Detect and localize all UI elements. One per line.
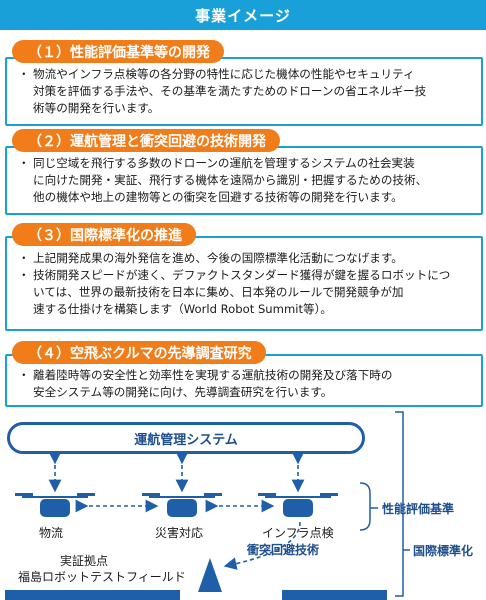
site-label-2: 福島ロボットテストフィールド xyxy=(18,570,186,584)
bracket-label-standardization: 国際標準化 xyxy=(413,544,474,558)
drone-icon-infrastructure xyxy=(258,493,338,517)
operation-management-system: 運航管理システム xyxy=(7,422,365,454)
bullet-text: 上記開発成果の海外発信を進め、今後の国際標準化活動につなげます。 xyxy=(33,251,403,265)
list-item: ・上記開発成果の海外発信を進め、今後の国際標準化活動につなげます。 xyxy=(18,250,476,267)
section-box-3 xyxy=(5,236,483,331)
section-box-1 xyxy=(5,57,483,126)
section-title-3: （３）国際標準化の推進 xyxy=(12,223,196,246)
drone-label-infrastructure: インフラ点検 xyxy=(262,526,334,540)
drone-label-disaster: 災害対応 xyxy=(155,526,204,540)
bullet-text: 技術開発スピードが速く、デファクトスタンダード獲得が鍵を握るロボットについては、… xyxy=(33,268,451,316)
obstacle-icon xyxy=(198,558,222,592)
drone-icon-disaster xyxy=(142,493,222,517)
list-item: ・技術開発スピードが速く、デファクトスタンダード獲得が鍵を握るロボットについては… xyxy=(18,267,476,318)
section-box-2 xyxy=(5,146,483,215)
drone-label-logistics: 物流 xyxy=(39,526,64,540)
ground-bar-left xyxy=(5,590,180,600)
section-2-bullets: ・同じ空域を飛行する多数のドローンの運航を管理するシステムの社会実装に向けた開発… xyxy=(18,155,476,206)
link-arrows xyxy=(48,451,305,570)
system-diagram: 運航管理システム 物流 災害対応 インフラ点検 衝突回避技術 実証拠点 福島ロボ… xyxy=(0,400,486,600)
section-3-bullets: ・上記開発成果の海外発信を進め、今後の国際標準化活動につなげます。 ・技術開発ス… xyxy=(18,250,476,318)
drone-icon-logistics xyxy=(15,493,95,517)
page-header: 事業イメージ xyxy=(0,0,486,30)
bracket-label-performance: 性能評価基準 xyxy=(382,502,455,516)
site-label-1: 実証拠点 xyxy=(60,554,109,568)
bullet-text: 離着陸時等の安全性と効率性を実現する運航技術の開発及び落下時の安全システム等の開… xyxy=(33,368,393,399)
diagram-graphics xyxy=(5,411,410,600)
section-1-bullets: ・物流やインフラ点検等の各分野の特性に応じた機体の性能やセキュリティ対策を評価す… xyxy=(18,66,476,117)
bullet-text: 同じ空域を飛行する多数のドローンの運航を管理するシステムの社会実装に向けた開発・… xyxy=(33,156,428,204)
section-title-2: （２）運航管理と衝突回避の技術開発 xyxy=(12,129,280,152)
system-label: 運航管理システム xyxy=(134,432,238,448)
bracket-lines xyxy=(359,411,410,597)
list-item: ・同じ空域を飛行する多数のドローンの運航を管理するシステムの社会実装に向けた開発… xyxy=(18,155,476,206)
list-item: ・物流やインフラ点検等の各分野の特性に応じた機体の性能やセキュリティ対策を評価す… xyxy=(18,66,476,117)
ground-bar-right xyxy=(282,590,387,600)
list-item: ・離着陸時等の安全性と効率性を実現する運航技術の開発及び落下時の安全システム等の… xyxy=(18,367,476,401)
bullet-text: 物流やインフラ点検等の各分野の特性に応じた機体の性能やセキュリティ対策を評価する… xyxy=(33,67,427,115)
section-4-bullets: ・離着陸時等の安全性と効率性を実現する運航技術の開発及び落下時の安全システム等の… xyxy=(18,367,476,401)
header-title: 事業イメージ xyxy=(195,6,291,25)
section-title-4: （４）空飛ぶクルマの先導調査研究 xyxy=(12,341,266,364)
collision-avoidance-label: 衝突回避技術 xyxy=(247,543,320,557)
section-title-1: （１）性能評価基準等の開発 xyxy=(12,40,224,63)
